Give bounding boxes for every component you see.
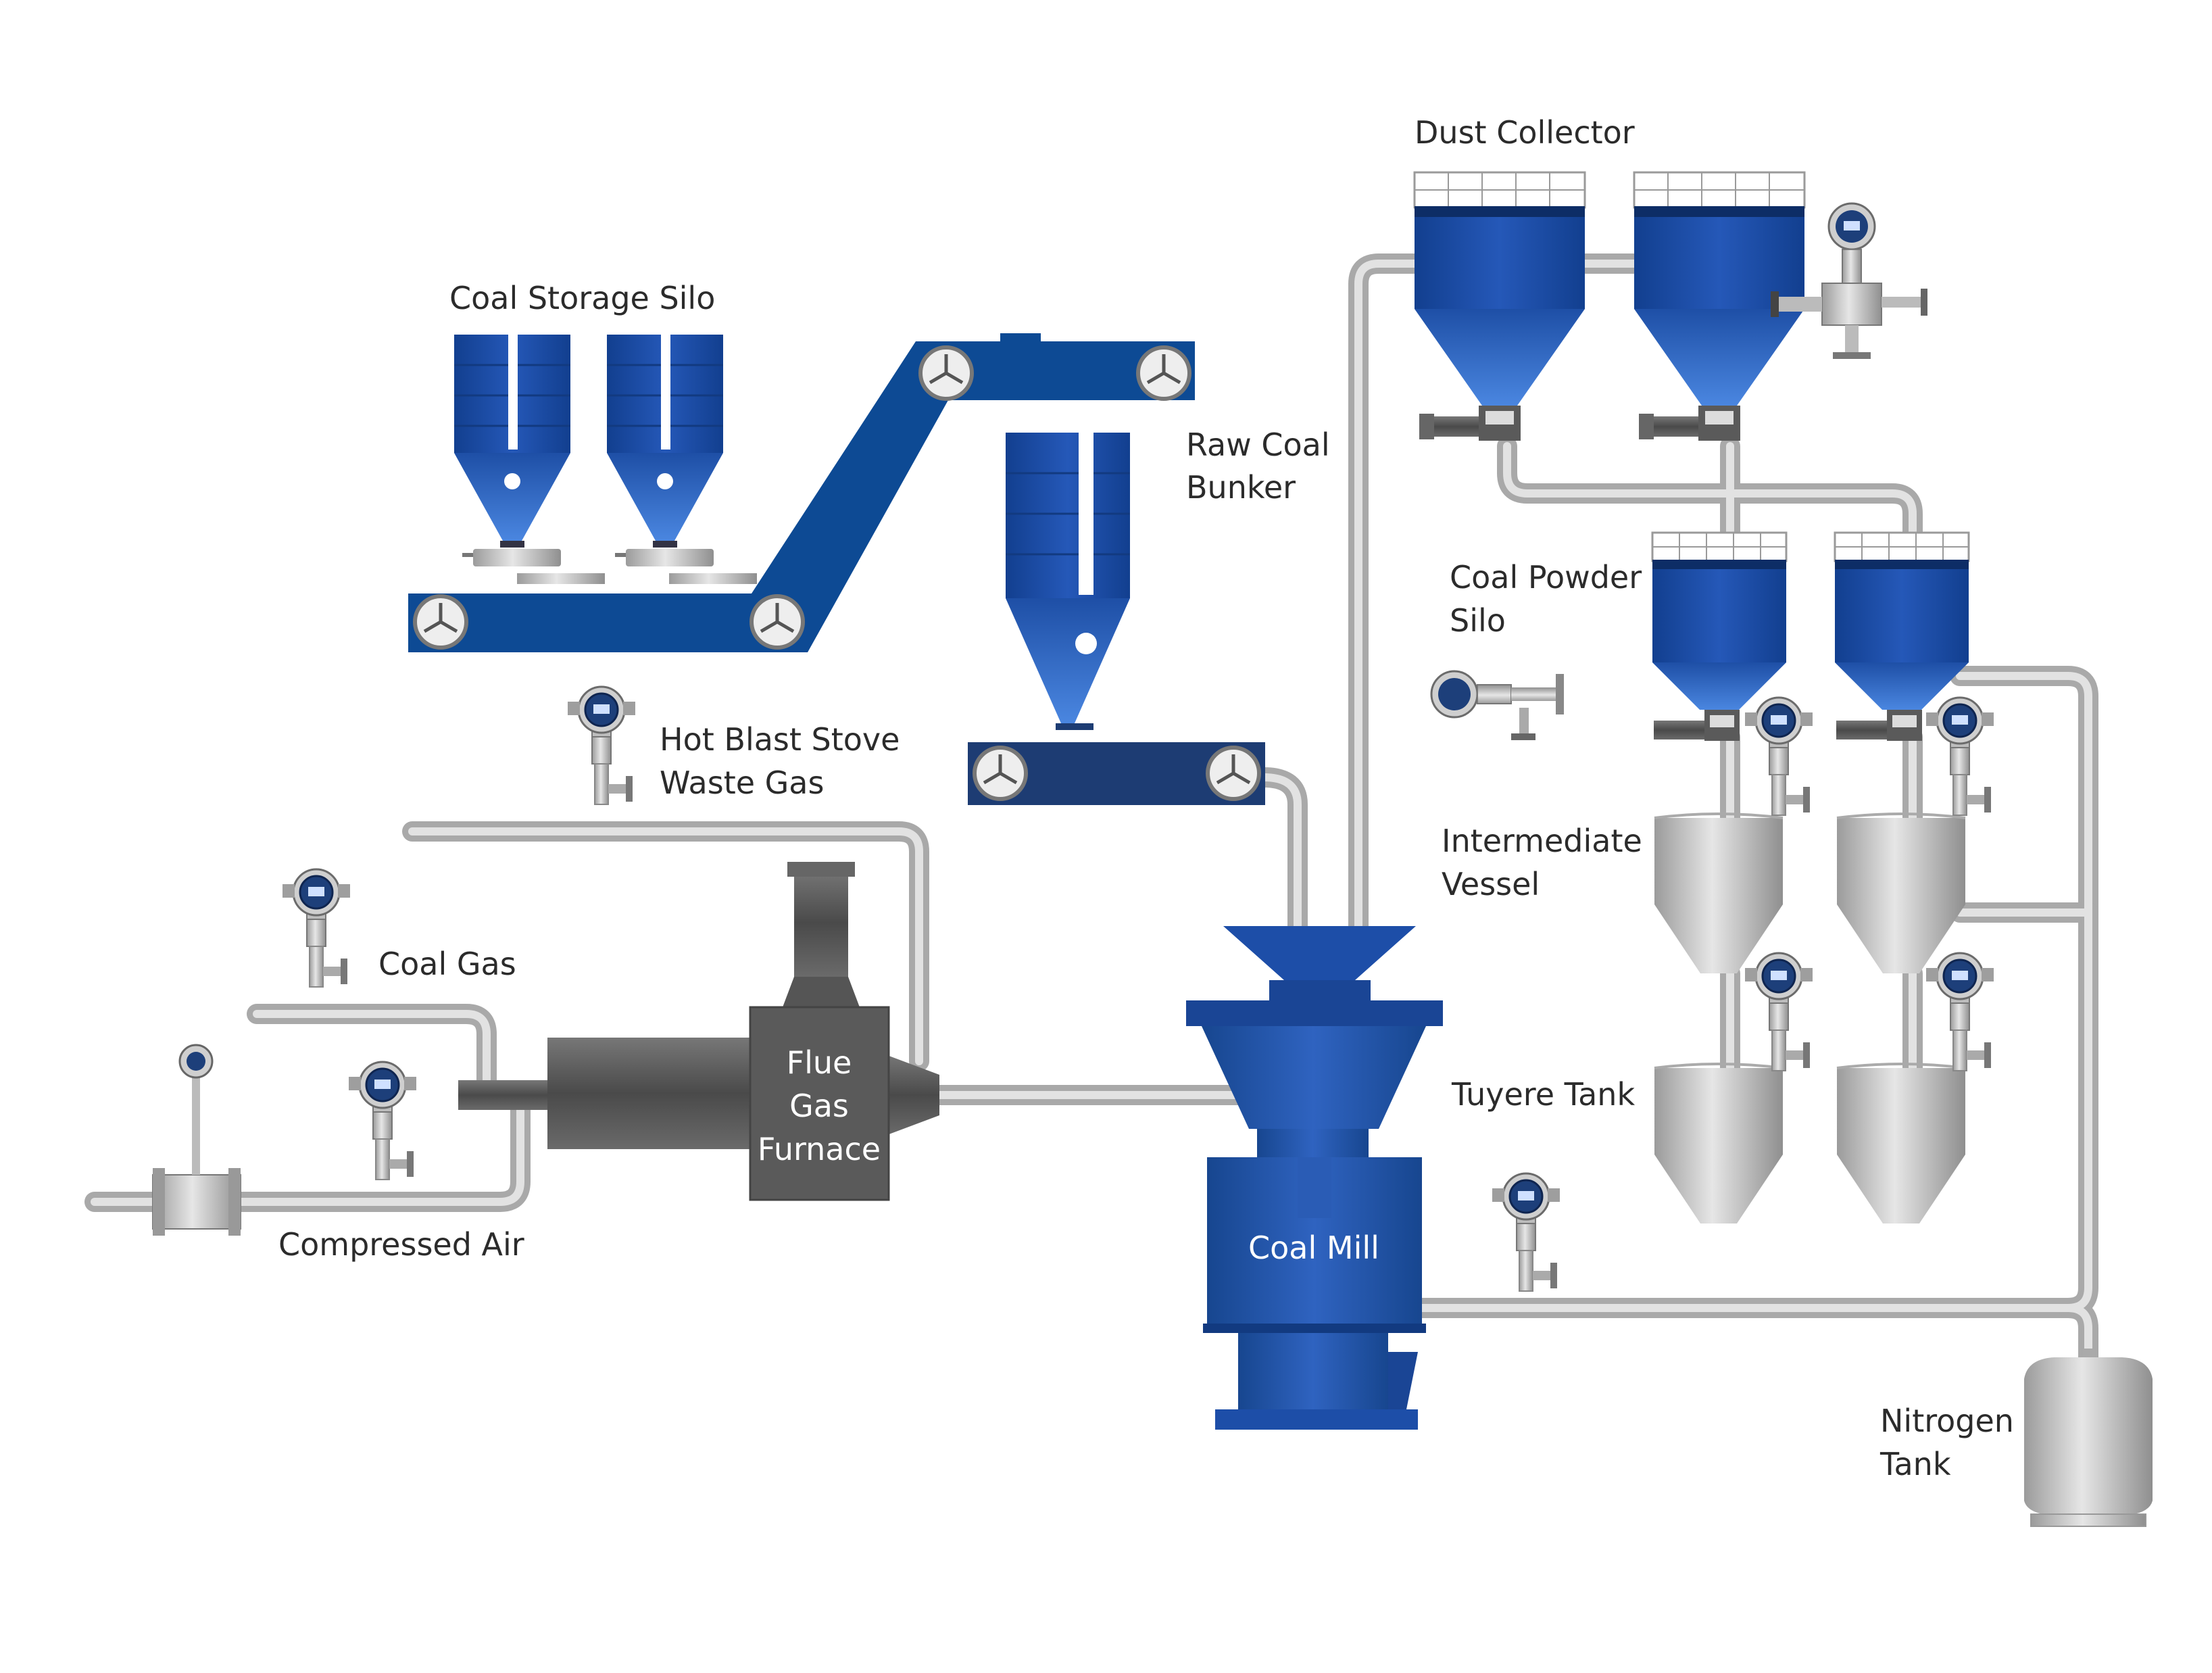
label-intermediate-vessel-2: Vessel xyxy=(1442,866,1540,902)
differential-pressure-transmitter xyxy=(1771,202,1927,359)
label-nitrogen-tank-2: Tank xyxy=(1879,1446,1951,1482)
label-hot-blast-1: Hot Blast Stove xyxy=(660,721,900,758)
flue-gas-furnace xyxy=(458,862,939,1201)
pressure-transmitter-coal-gas xyxy=(281,868,351,988)
label-hot-blast-2: Waste Gas xyxy=(660,765,824,801)
coal-storage-silo-2 xyxy=(607,335,757,584)
coal-storage-silo-1 xyxy=(454,335,605,584)
label-tuyere-tank: Tuyere Tank xyxy=(1451,1076,1635,1113)
conveyor-pulleys xyxy=(413,345,1261,801)
tuyere-tank-1 xyxy=(1654,1063,1784,1223)
tuyere-tank-2 xyxy=(1836,1063,1966,1223)
label-raw-coal-bunker-2: Bunker xyxy=(1186,469,1296,506)
label-intermediate-vessel-1: Intermediate xyxy=(1442,823,1642,859)
pressure-transmitter-vessel-2 xyxy=(1925,952,1995,1072)
label-coal-storage-silo: Coal Storage Silo xyxy=(449,280,715,316)
dust-collector-1 xyxy=(1413,171,1586,441)
raw-coal-bunker xyxy=(1006,433,1130,730)
label-raw-coal-bunker-1: Raw Coal xyxy=(1186,427,1330,463)
pressure-transmitter-hot-blast xyxy=(566,685,637,806)
label-coal-powder-silo-2: Silo xyxy=(1450,602,1506,639)
label-furnace-3: Furnace xyxy=(758,1131,881,1167)
label-dust-collector: Dust Collector xyxy=(1415,114,1635,151)
pressure-transmitter-vessel-1 xyxy=(1744,952,1814,1072)
label-coal-powder-silo-1: Coal Powder xyxy=(1450,559,1642,596)
pressure-transmitter-powder-silo-2 xyxy=(1925,696,1995,817)
main-conveyor-belt xyxy=(408,333,1195,652)
pressure-transmitter-mill-outlet xyxy=(1430,670,1564,740)
coal-mill xyxy=(1186,926,1443,1430)
coal-powder-silo-1 xyxy=(1651,531,1788,741)
vortex-flow-meter xyxy=(152,1044,241,1236)
label-compressed-air: Compressed Air xyxy=(278,1226,524,1263)
coal-powder-silo-2 xyxy=(1834,531,1970,741)
intermediate-vessel-2 xyxy=(1836,813,1966,973)
label-nitrogen-tank-1: Nitrogen xyxy=(1880,1403,2014,1439)
pressure-transmitter-powder-silo-1 xyxy=(1744,696,1814,817)
label-furnace-1: Flue xyxy=(787,1044,852,1081)
label-coal-mill: Coal Mill xyxy=(1248,1230,1379,1266)
label-coal-gas: Coal Gas xyxy=(378,946,516,982)
pipe-network xyxy=(84,253,2098,1369)
pressure-transmitter-nitrogen xyxy=(1491,1172,1561,1292)
intermediate-vessel-1 xyxy=(1654,813,1784,973)
label-furnace-2: Gas xyxy=(789,1088,849,1124)
pressure-transmitter-compressed-air xyxy=(347,1061,418,1181)
dust-collector-2 xyxy=(1633,171,1806,441)
labels: Coal Storage Silo Raw Coal Bunker Dust C… xyxy=(278,114,2014,1482)
nitrogen-tank xyxy=(2024,1349,2153,1527)
